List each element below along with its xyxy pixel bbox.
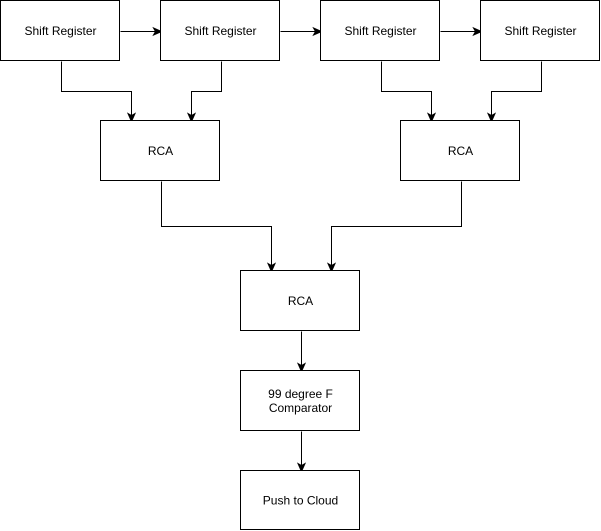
connector-sr3-to-rca2 <box>381 61 437 123</box>
arrowhead-icon <box>152 26 163 37</box>
node-rca2: RCA <box>400 120 520 181</box>
connector-rca3-to-comparator <box>296 331 307 373</box>
node-label: RCA <box>288 294 313 308</box>
connector-line <box>161 181 272 266</box>
node-box <box>400 120 520 181</box>
connector-sr2-to-rca1 <box>186 61 222 123</box>
arrowhead-icon <box>426 112 437 123</box>
arrowhead-icon <box>266 262 277 273</box>
connector-sr1-to-sr2 <box>120 26 163 37</box>
connector-sr1-to-rca1 <box>61 61 137 123</box>
connector-rca2-to-rca3 <box>326 181 462 273</box>
arrowhead-icon <box>312 26 323 37</box>
node-sr1: Shift Register <box>0 0 120 61</box>
arrowhead-icon <box>472 26 483 37</box>
node-box <box>240 270 360 331</box>
connector-line <box>61 61 132 116</box>
arrowhead-icon <box>486 112 497 123</box>
node-box <box>320 0 440 61</box>
node-label: Shift Register <box>24 24 96 38</box>
arrowhead-icon <box>126 112 137 123</box>
node-sr2: Shift Register <box>160 0 280 61</box>
connector-line <box>381 61 432 116</box>
node-box <box>240 370 360 431</box>
node-label: RCA <box>448 144 473 158</box>
arrowhead-icon <box>296 462 307 473</box>
node-label: Shift Register <box>184 24 256 38</box>
connector-layer <box>61 26 542 473</box>
connector-rca1-to-rca3 <box>161 181 277 273</box>
connector-comparator-to-push <box>296 431 307 473</box>
connector-sr3-to-sr4 <box>440 26 483 37</box>
node-label: Comparator <box>269 401 332 415</box>
node-label: RCA <box>148 144 173 158</box>
arrowhead-icon <box>326 262 337 273</box>
node-label: Push to Cloud <box>263 494 338 508</box>
node-sr3: Shift Register <box>320 0 440 61</box>
node-box <box>160 0 280 61</box>
node-sr4: Shift Register <box>480 0 600 61</box>
node-push: Push to Cloud <box>240 470 360 530</box>
node-box <box>240 470 360 530</box>
node-label: 99 degree F <box>268 387 333 401</box>
arrowhead-icon <box>296 362 307 373</box>
node-rca1: RCA <box>100 120 220 181</box>
node-label: Shift Register <box>344 24 416 38</box>
connector-line <box>191 61 222 116</box>
connector-sr4-to-rca2 <box>486 61 542 123</box>
node-box <box>0 0 120 61</box>
node-rca3: RCA <box>240 270 360 331</box>
connector-line <box>491 61 542 116</box>
connector-line <box>331 181 462 266</box>
connector-sr2-to-sr3 <box>280 26 323 37</box>
node-box <box>480 0 600 61</box>
node-label: Shift Register <box>504 24 576 38</box>
node-box <box>100 120 220 181</box>
arrowhead-icon <box>186 112 197 123</box>
